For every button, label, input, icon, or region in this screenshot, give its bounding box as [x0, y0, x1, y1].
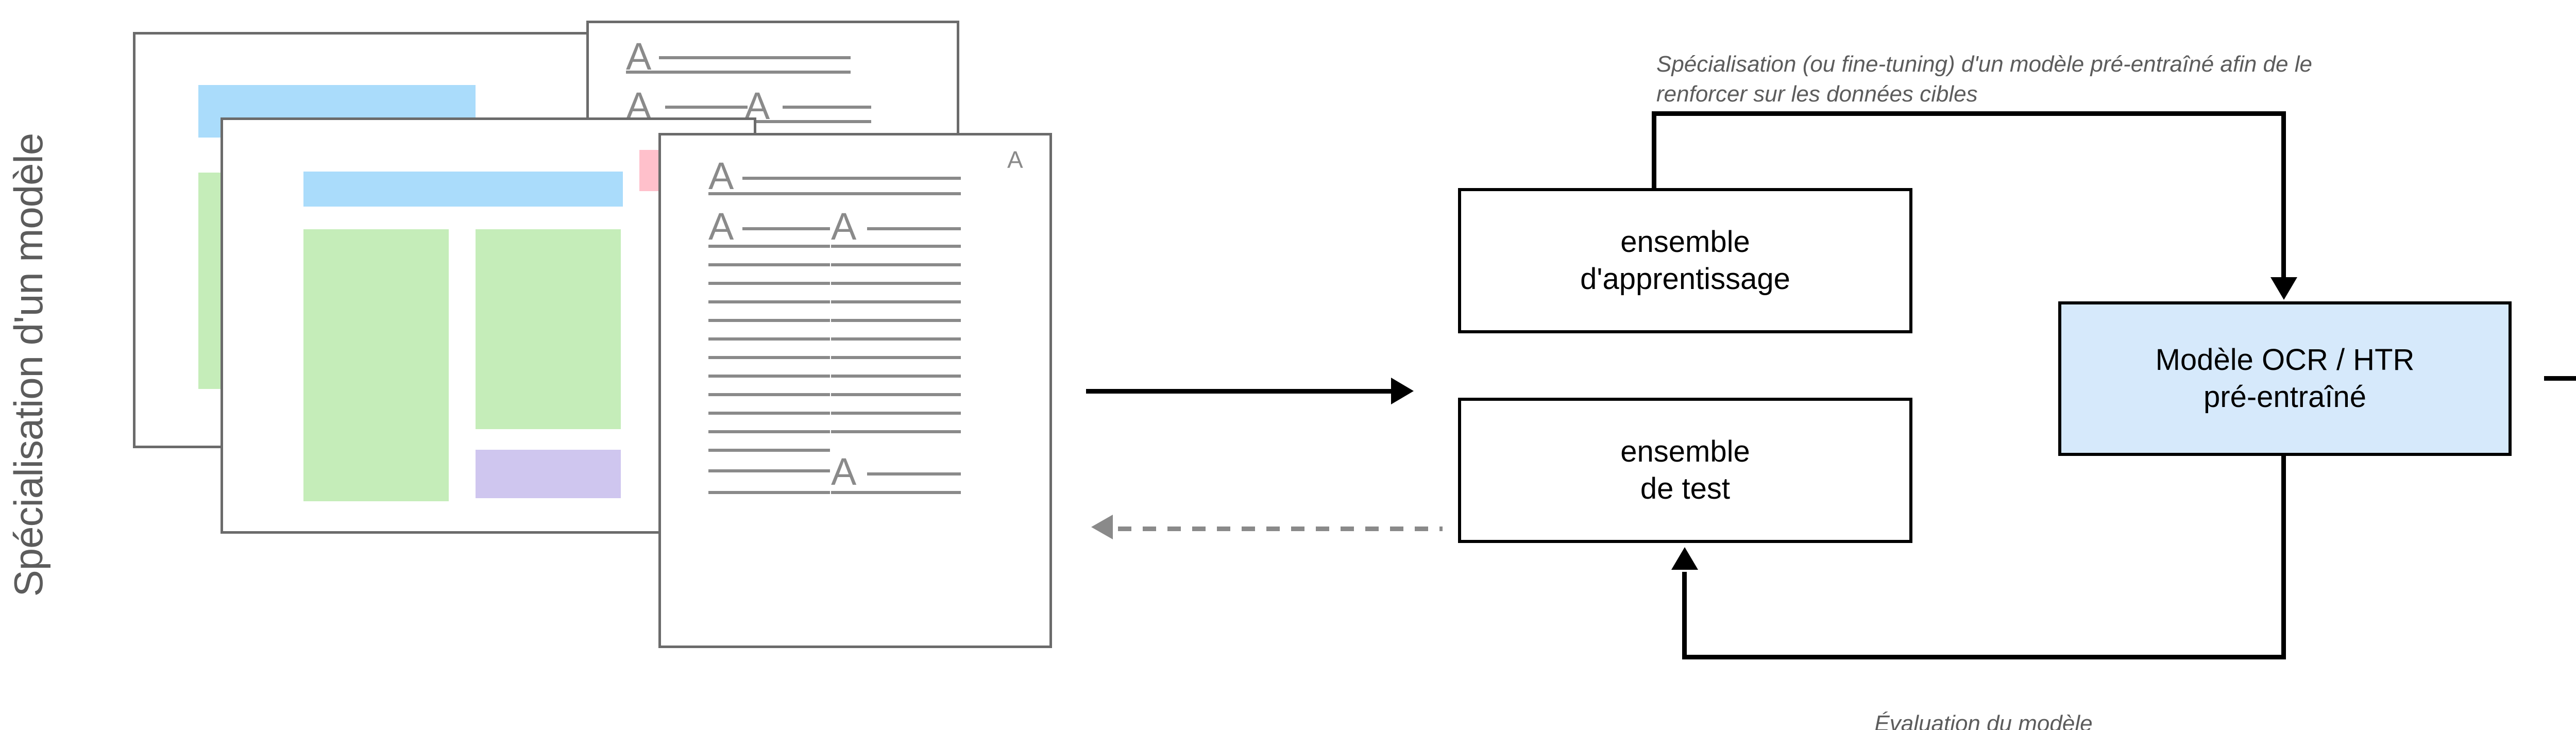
box-test-set-label: ensemble de test: [1620, 434, 1750, 506]
text-line: [708, 430, 830, 433]
box-test-set[interactable]: ensemble de test: [1458, 398, 1912, 543]
text-line: [708, 282, 830, 285]
text-glyph-a: A: [708, 205, 734, 248]
text-line: [831, 245, 961, 248]
text-line: [708, 449, 830, 452]
connector-train-down: [2281, 111, 2286, 277]
text-glyph-a: A: [708, 155, 734, 197]
caption-evaluation: Évaluation du modèle: [1777, 679, 2190, 730]
text-page-front: A A A A A: [658, 133, 1052, 648]
connector-train-up: [1652, 111, 1656, 190]
text-line: [831, 412, 961, 415]
text-line: [708, 300, 830, 303]
layout-title-block: [303, 172, 623, 207]
connector-train-arrowhead: [2270, 277, 2297, 300]
feedback-dashed-line: [1118, 527, 1443, 531]
text-line: [831, 263, 961, 266]
text-line: [708, 375, 830, 378]
box-training-set[interactable]: ensemble d'apprentissage: [1458, 188, 1912, 333]
connector-train-right: [1652, 111, 2286, 116]
box-pretrained-model[interactable]: Modèle OCR / HTR pré-entraîné: [2058, 301, 2512, 456]
arrow-pretrained-to-specialized-line: [2544, 376, 2576, 381]
text-line: [659, 56, 851, 59]
text-line: [867, 472, 961, 476]
text-line: [742, 227, 830, 230]
text-line: [831, 356, 961, 359]
text-line: [831, 319, 961, 322]
text-glyph-a: A: [626, 35, 652, 78]
arrow-documents-to-datasets-head: [1391, 378, 1414, 404]
box-pretrained-model-label: Modèle OCR / HTR pré-entraîné: [2155, 343, 2415, 414]
connector-eval-left: [1682, 655, 2286, 659]
text-line: [626, 71, 851, 74]
text-line: [708, 319, 830, 322]
text-line: [708, 469, 830, 472]
feedback-arrow-head: [1091, 515, 1113, 539]
text-line: [743, 120, 871, 123]
text-line: [708, 192, 961, 195]
text-line: [831, 300, 961, 303]
connector-eval-up: [1682, 572, 1687, 657]
connector-eval-arrowhead: [1671, 547, 1698, 570]
text-line: [708, 491, 830, 494]
caption-evaluation-text: Évaluation du modèle: [1874, 711, 2093, 730]
layout-figure-block: [476, 450, 621, 498]
text-line: [831, 491, 961, 494]
layout-text-block-2: [476, 229, 621, 429]
connector-eval-down: [2281, 453, 2286, 659]
text-line: [783, 106, 871, 109]
text-line: [665, 106, 748, 109]
text-line: [708, 393, 830, 396]
text-line: [708, 412, 830, 415]
section-title-vertical: Spécialisation d'un modèle: [0, 0, 57, 730]
text-line: [867, 227, 961, 230]
text-glyph-a-corner: A: [1007, 146, 1023, 173]
text-line: [708, 337, 830, 341]
text-glyph-a: A: [831, 450, 857, 493]
text-line: [742, 177, 961, 180]
text-line: [708, 356, 830, 359]
text-glyph-a: A: [831, 205, 857, 248]
text-line: [708, 245, 830, 248]
text-line: [831, 282, 961, 285]
text-line: [831, 393, 961, 396]
section-title-label: Spécialisation d'un modèle: [5, 133, 51, 597]
layout-text-block-1: [303, 229, 449, 501]
text-line: [831, 337, 961, 341]
caption-finetuning: Spécialisation (ou fine-tuning) d'un mod…: [1656, 20, 2576, 109]
text-line: [831, 430, 961, 433]
text-line: [708, 263, 830, 266]
box-training-set-label: ensemble d'apprentissage: [1580, 225, 1790, 296]
caption-finetuning-text: Spécialisation (ou fine-tuning) d'un mod…: [1656, 52, 2312, 107]
arrow-documents-to-datasets-line: [1086, 389, 1392, 394]
text-line: [831, 375, 961, 378]
